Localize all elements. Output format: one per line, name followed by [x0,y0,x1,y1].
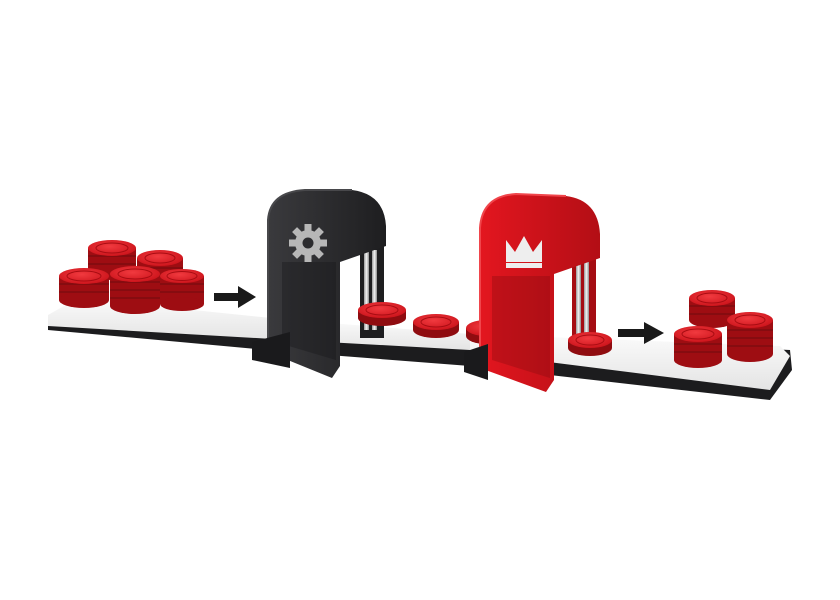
input-token-stacks [59,240,204,314]
token [413,314,459,338]
token [568,332,612,356]
token [358,302,406,326]
approval-gate-red [464,192,600,392]
token-stack [674,326,722,368]
processing-gate-black [252,189,386,378]
gear-icon [289,224,327,262]
arrow-right-icon [618,322,664,344]
token-stack [160,269,204,311]
token-stack [727,312,773,362]
token-stack [110,266,160,314]
tokens-in-transit [358,302,506,344]
arrow-right-icon [214,286,256,308]
crown-icon [506,236,542,268]
token-stack [689,290,735,328]
output-token-stacks [674,290,773,368]
token-stack [59,268,109,308]
